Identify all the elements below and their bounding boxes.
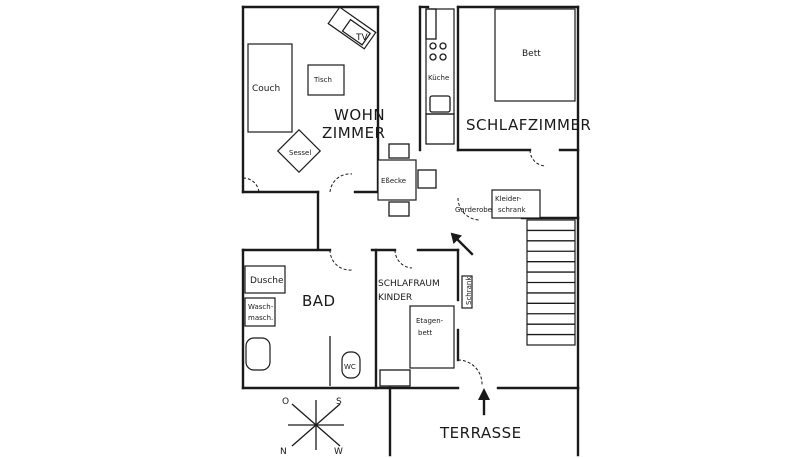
- doors: [242, 149, 547, 386]
- tv-unit: [327, 6, 377, 50]
- room-label-kinder: KINDER: [378, 293, 412, 303]
- couch-label: Couch: [252, 84, 280, 94]
- room-label-bad: BAD: [302, 292, 336, 310]
- dining-table: [377, 143, 437, 217]
- room-label-terrasse: TERRASSE: [439, 424, 522, 442]
- wardrobe: [491, 189, 541, 219]
- washing-label-2: masch.: [248, 314, 273, 322]
- kids-wardrobe-label: Schrank: [465, 276, 473, 305]
- table-label: Tisch: [313, 76, 332, 84]
- entry-arrow-terrace: [478, 388, 490, 416]
- compass-o: O: [282, 397, 289, 407]
- kitchen: [425, 8, 455, 145]
- walls: [241, 5, 580, 457]
- armchair: [276, 128, 322, 174]
- entry-arrow-hall: [450, 232, 474, 256]
- washing-label-1: Wasch-: [248, 303, 274, 311]
- table: [307, 64, 345, 96]
- kitchen-label: Küche: [428, 74, 449, 82]
- bunk-label-1: Etagen-: [416, 317, 444, 325]
- bunk-bed: [409, 305, 455, 369]
- bunk-label-2: bett: [418, 329, 432, 337]
- toilet-label: WC: [344, 363, 356, 371]
- bed: [494, 8, 576, 102]
- shower-label: Dusche: [250, 276, 284, 286]
- room-label-schlafraum: SCHLAFRAUM: [378, 279, 440, 289]
- wardrobe-label-2: schrank: [498, 206, 527, 214]
- armchair-label: Sessel: [289, 149, 311, 157]
- tv-label: TV: [355, 33, 368, 43]
- room-label-wohnzimmer-2: ZIMMER: [322, 124, 385, 142]
- washing-machine: [244, 297, 276, 327]
- compass-w: W: [334, 447, 343, 457]
- bed-label: Bett: [522, 49, 541, 59]
- room-label-wohnzimmer-1: WOHN: [334, 106, 385, 124]
- compass-s: S: [336, 397, 342, 407]
- kids-wardrobe: [461, 275, 473, 309]
- garderobe-label: Garderobe: [455, 206, 492, 214]
- shower: [244, 265, 286, 294]
- wardrobe-label-1: Kleider-: [495, 195, 522, 203]
- toilet: [341, 351, 361, 379]
- couch: [247, 43, 293, 133]
- dining-label: Eßecke: [381, 177, 406, 185]
- compass-rose: [288, 400, 344, 450]
- sink: [245, 337, 271, 371]
- compass-n: N: [280, 447, 287, 457]
- kids-shelf: [379, 369, 411, 387]
- room-label-schlafzimmer: SCHLAFZIMMER: [466, 116, 591, 134]
